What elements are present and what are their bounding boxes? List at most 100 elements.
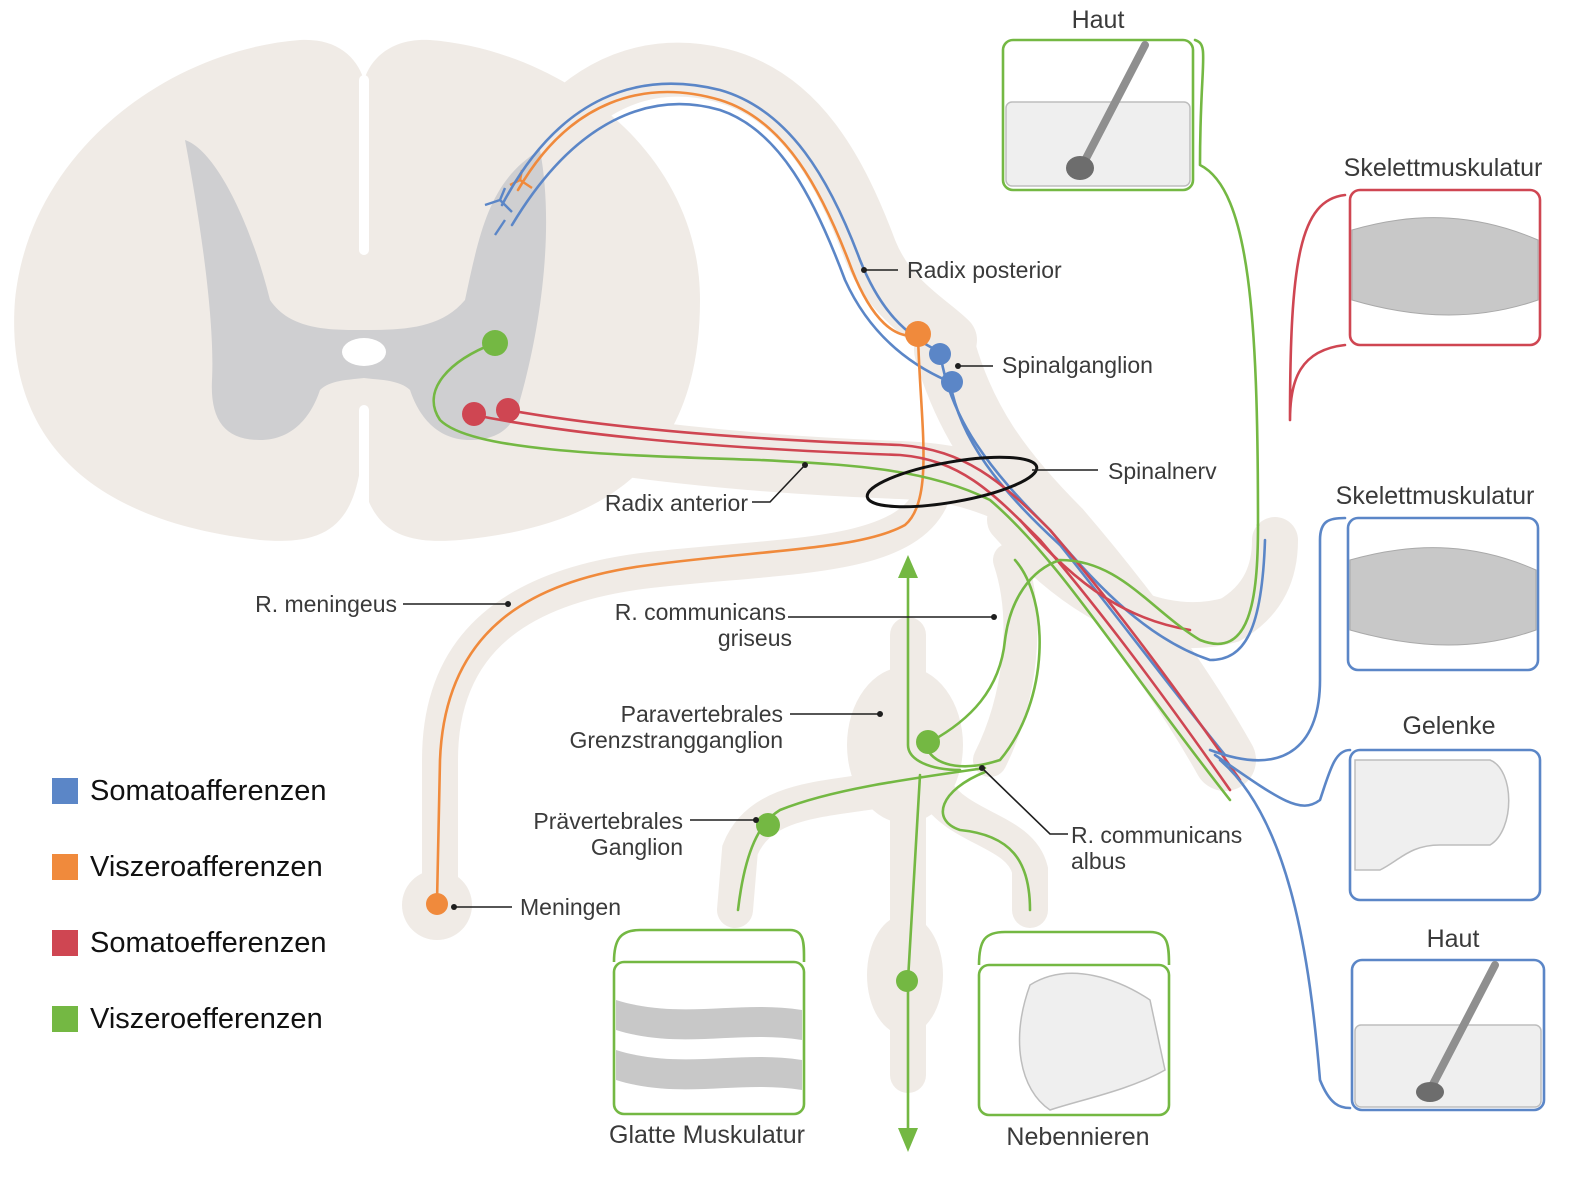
red-fiber-2 [506, 408, 1242, 782]
white-matter [14, 39, 700, 541]
nebennieren-connector [977, 930, 1171, 966]
labels: Radix posterior Spinalganglion Spinalner… [255, 6, 1542, 1151]
nerve-fibers [432, 38, 1352, 1152]
blue-branch-gelenke [1213, 748, 1352, 807]
label-r-comm-griseus-1: R. communicans [615, 599, 786, 625]
ptr-dot-spinalganglion [955, 363, 961, 369]
green-fiber-to-nebennieren [941, 770, 1032, 912]
green-fiber-albus [923, 558, 1041, 768]
muscle-2 [1349, 547, 1537, 646]
title-nebennieren: Nebennieren [1006, 1123, 1149, 1151]
ptr-dot-r-meningeus [505, 601, 511, 607]
orange-neuron-ganglion [905, 321, 931, 347]
green-fiber-griseus [928, 523, 1260, 744]
ptr-dot-r-comm-albus [979, 765, 985, 771]
legend-label-somatoafferenzen: Somatoafferenzen [90, 775, 326, 807]
haut-bottom-illustration [1354, 1024, 1542, 1108]
joint-illustration [1354, 759, 1510, 871]
red-neuron-2 [496, 398, 520, 422]
smooth-muscle-illustration [616, 1000, 802, 1090]
title-haut-bottom: Haut [1427, 925, 1480, 953]
label-r-meningeus: R. meningeus [255, 591, 397, 617]
adrenal-illustration [1018, 972, 1166, 1111]
legend-swatch-viszeroefferenzen [52, 1006, 78, 1032]
label-radix-anterior: Radix anterior [605, 490, 749, 516]
spinalnerv-sheath [914, 319, 1256, 791]
ptr-radix-anterior [752, 464, 806, 503]
legend-swatch-somatoafferenzen [52, 778, 78, 804]
glatte-connector [612, 928, 806, 963]
green-neuron-praevertebral [756, 813, 780, 837]
ptr-dot-praevertebral [753, 817, 759, 823]
blue-fiber-nerve-2 [948, 380, 1227, 757]
blue-branch-haut [1218, 758, 1352, 1110]
spinal-cord [14, 39, 700, 545]
title-skelett-2: Skelettmuskulatur [1336, 482, 1535, 510]
legend-swatch-somatoefferenzen [52, 930, 78, 956]
label-paravertebral-1: Paravertebrales [621, 701, 783, 727]
hair-follicle-top [1066, 156, 1094, 180]
green-branch-haut-top [1193, 38, 1260, 527]
spinalnerv-ring [865, 455, 1039, 509]
target-boxes [612, 38, 1546, 1117]
hair-shaft-bottom [1426, 961, 1499, 1094]
green-neuron-lateral-horn [482, 330, 508, 356]
ptr-dot-r-comm-griseus [991, 614, 997, 620]
title-skelett-1: Skelettmuskulatur [1344, 154, 1543, 182]
blue-fiber-posterior-1 [500, 82, 942, 354]
orange-neuron-meningen [426, 893, 448, 915]
red-neuron-1 [462, 402, 486, 426]
rami-communicantes-sheath [973, 543, 1038, 777]
blue-neuron-ganglion-2 [941, 371, 963, 393]
hair-shaft-top [1076, 41, 1149, 174]
legend-swatch-viszeroafferenzen [52, 854, 78, 880]
legend-label-viszeroafferenzen: Viszeroafferenzen [90, 851, 323, 883]
label-r-comm-albus-1: R. communicans [1071, 822, 1242, 848]
red-fiber-dorsal-ramus [1018, 518, 1192, 632]
legend-label-viszeroefferenzen: Viszeroefferenzen [90, 1003, 323, 1035]
green-fiber-anterior [432, 341, 1232, 802]
blue-fiber-posterior-2 [510, 102, 952, 384]
ptr-dot-paravertebral [877, 711, 883, 717]
title-gelenke: Gelenke [1402, 712, 1495, 740]
legend-label-somatoefferenzen: Somatoefferenzen [90, 927, 326, 959]
label-paravertebral-2: Grenzstrangganglion [569, 727, 783, 753]
green-arrow-down [898, 1128, 918, 1152]
label-praevertebral-2: Ganglion [591, 834, 683, 860]
neurons [426, 321, 963, 992]
green-neuron-paravertebral [916, 730, 940, 754]
label-meningen: Meningen [520, 894, 621, 920]
muscle-1 [1351, 217, 1539, 316]
branch-to-glatte-muskulatur [717, 772, 898, 928]
orange-fiber-posterior [516, 90, 920, 338]
central-canal [342, 338, 386, 366]
label-r-comm-albus-2: albus [1071, 848, 1126, 874]
dorsal-horn-branch-blue [484, 187, 513, 236]
ptr-dot-meningen [451, 904, 457, 910]
title-haut-top: Haut [1072, 6, 1125, 34]
green-arrow-up [898, 555, 918, 578]
label-spinalnerv: Spinalnerv [1108, 458, 1217, 484]
r-meningeus-sheath [422, 482, 948, 913]
ptr-dot-radix-anterior [802, 462, 808, 468]
pointer-lines [403, 267, 1098, 910]
ptr-dot-radix-posterior [861, 267, 867, 273]
branch-to-nebennieren [917, 772, 1048, 928]
label-spinalganglion: Spinalganglion [1002, 352, 1153, 378]
label-r-comm-griseus-2: griseus [718, 625, 792, 651]
blue-neuron-ganglion-1 [929, 343, 951, 365]
label-radix-posterior: Radix posterior [907, 257, 1062, 283]
green-fiber-trunk [906, 563, 962, 772]
blue-branch-skelett [1208, 516, 1347, 762]
dorsal-ramus-sheath [987, 497, 1298, 649]
red-branch-skelett-top [1288, 193, 1347, 422]
title-glatte-muskulatur: Glatte Muskulatur [609, 1121, 805, 1149]
ptr-r-comm-albus [981, 767, 1068, 835]
legend: Somatoafferenzen Viszeroafferenzen Somat… [52, 775, 326, 1035]
red-fiber-1 [472, 413, 1232, 792]
blue-fiber-nerve-1 [938, 350, 1267, 662]
hair-follicle-bottom [1416, 1082, 1444, 1102]
green-neuron-trunk [896, 970, 918, 992]
label-praevertebral-1: Prävertebrales [533, 808, 683, 834]
